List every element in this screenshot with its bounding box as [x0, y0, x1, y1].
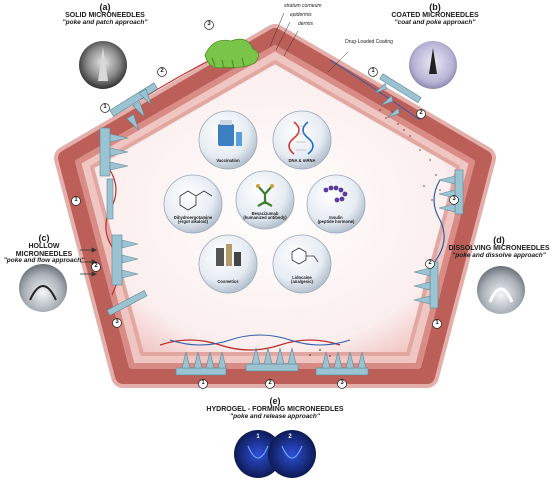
step-markers [71, 20, 459, 389]
photo-hydrogel-2 [268, 430, 316, 478]
step-num: 1 [371, 68, 375, 74]
panel-e-header: (e) HYDROGEL - FORMING MICRONEEDLES "pok… [190, 396, 360, 421]
panel-a-header: (a) SOLID MICRONEEDLES "poke and patch a… [60, 2, 150, 27]
step-num: 1 [256, 434, 260, 440]
coating-label: Drug-Loaded Coating [345, 39, 393, 45]
caption-cosmetics-name: Cosmetics [217, 279, 239, 284]
panel-b-header: (b) COATED MICRONEEDLES "coat and poke a… [388, 2, 482, 27]
panel-a-title: SOLID MICRONEEDLES [65, 12, 145, 20]
panel-a-label: (a) [99, 2, 111, 12]
caption-insulin-note: (peptide hormone) [317, 219, 355, 225]
caption-insulin: Insulin (peptide hormone) [311, 215, 361, 225]
layer-stratum-corneum: stratum corneum [284, 3, 322, 9]
green-microneedle-blob [204, 38, 259, 70]
step-num: 2 [160, 68, 164, 74]
panel-b-subtitle: "coat and poke approach" [394, 18, 476, 26]
caption-bevacizumab: Bevacizumab (humanized antibody) [240, 211, 290, 221]
panel-b-label: (b) [429, 2, 441, 12]
step-num: 3 [452, 196, 456, 202]
caption-bevacizumab-note: (humanized antibody) [243, 215, 287, 221]
caption-insulin-name: Insulin [329, 215, 343, 220]
center-bubbles [163, 110, 366, 294]
needle-arrays [99, 73, 464, 376]
panel-c-title: HOLLOW MICRONEEDLES [15, 243, 73, 258]
step-num: 2 [428, 260, 432, 266]
panel-photos [19, 41, 525, 478]
panel-b-title: COATED MICRONEEDLES [391, 12, 479, 20]
panel-d-title: DISSOLVING MICRONEEDLES [448, 245, 550, 253]
step-num: 1 [201, 380, 205, 386]
bubble-illustrations [179, 120, 348, 266]
caption-dihydroergotamine: Dihydroergotamine (ergot alkaloid) [168, 215, 218, 225]
photo-hollow [19, 264, 67, 312]
step-num: 2 [94, 263, 98, 269]
panel-c-subtitle: "poke and flow approach" [3, 257, 85, 265]
step-num: 2 [288, 434, 292, 440]
layer-dermis: dermis [298, 21, 314, 27]
step-num: 2 [419, 110, 423, 116]
step-num: 2 [268, 380, 272, 386]
layer-leaders [269, 12, 349, 73]
step-num: 1 [435, 320, 439, 326]
panel-d-subtitle: "poke and dissolve approach" [452, 251, 546, 259]
bubble-lidocaine [272, 234, 332, 294]
caption-vaccination: Vaccination [206, 158, 250, 163]
caption-lidocaine-note: (analgesic) [291, 279, 313, 285]
bubble-dna [272, 110, 332, 170]
step-num: 1 [74, 197, 78, 203]
caption-cosmetics: Cosmetics [206, 279, 250, 284]
caption-bevacizumab-name: Bevacizumab [251, 211, 279, 216]
panel-e-title: HYDROGEL - FORMING MICRONEEDLES [206, 406, 344, 414]
layer-epidermis: epidermis [290, 12, 312, 18]
photo-hydrogel-1 [234, 430, 282, 478]
panel-a-subtitle: "poke and patch approach" [62, 18, 148, 26]
caption-vaccination-name: Vaccination [216, 158, 240, 163]
step-num: 1 [103, 104, 107, 110]
caption-lidocaine-name: Lidocaine [292, 275, 312, 280]
caption-dihydroergotamine-note: (ergot alkaloid) [177, 219, 208, 225]
panel-e-label: (e) [269, 396, 281, 406]
caption-dna: DNA & mRNA [280, 158, 324, 163]
caption-dihydroergotamine-name: Dihydroergotamine [173, 215, 213, 220]
panel-c-label: (c) [38, 233, 50, 243]
bubble-dihydroergotamine [163, 174, 223, 234]
panel-d-label: (d) [493, 235, 505, 245]
caption-lidocaine: Lidocaine (analgesic) [280, 275, 324, 285]
bubble-insulin [306, 174, 366, 234]
panel-c-header: (c) HOLLOW MICRONEEDLES "poke and flow a… [0, 233, 88, 265]
panel-e-subtitle: "poke and release approach" [230, 412, 320, 420]
step-num: 3 [207, 21, 211, 27]
step-num: 3 [340, 380, 344, 386]
step-num: 3 [115, 319, 119, 325]
caption-dna-name: DNA & mRNA [288, 158, 316, 163]
panel-d-header: (d) DISSOLVING MICRONEEDLES "poke and di… [448, 235, 550, 260]
